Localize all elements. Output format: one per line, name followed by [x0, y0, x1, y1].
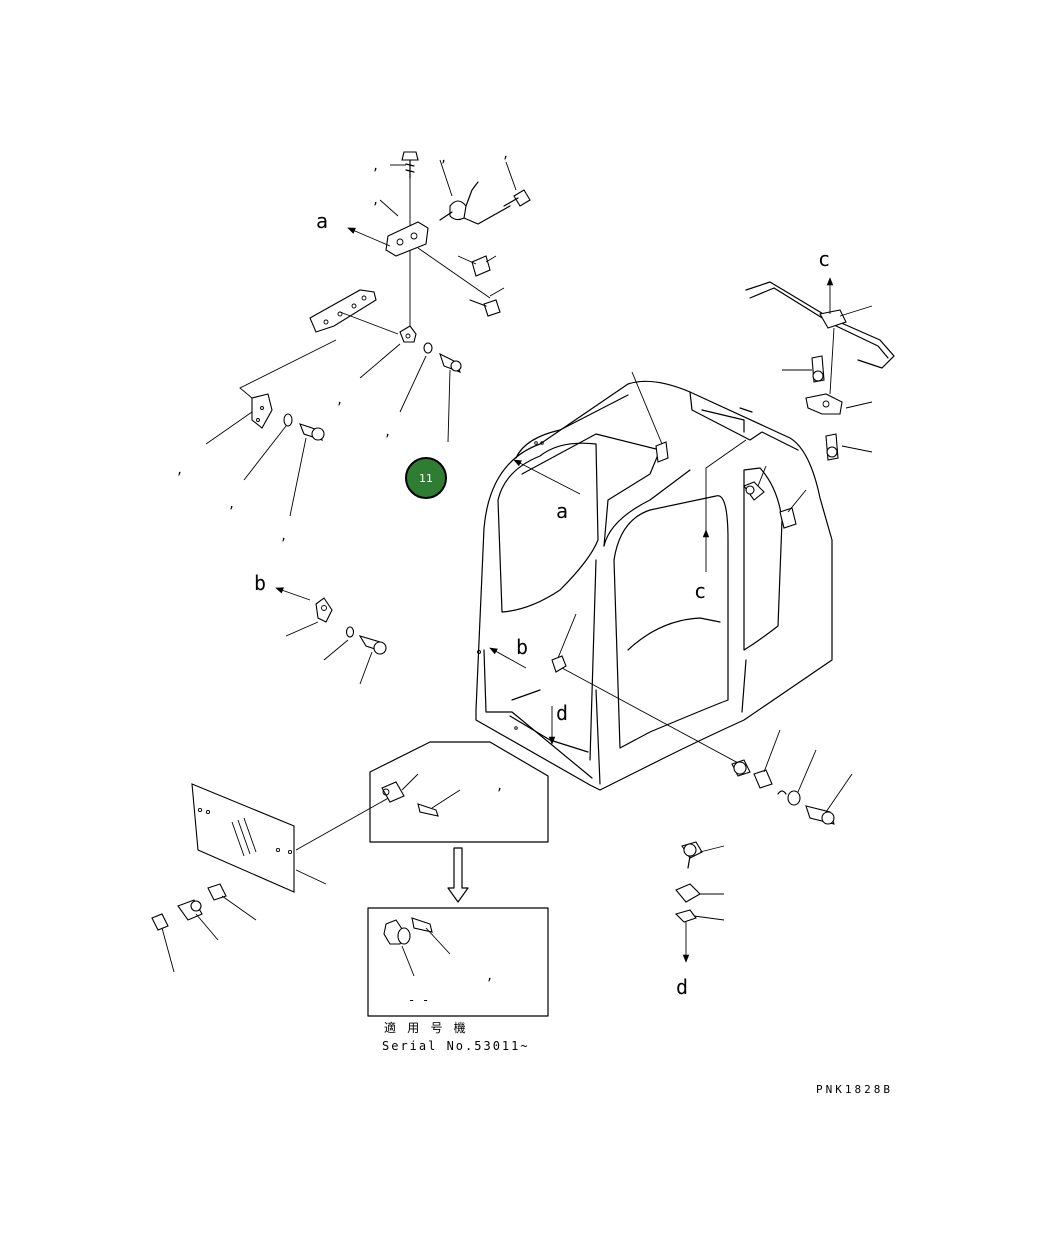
bracket-plate: [205, 289, 399, 517]
harness-c: [745, 277, 895, 461]
ref-mark: ,: [496, 779, 503, 793]
label-d-bottom: d: [676, 975, 688, 999]
applicable-label-jp: 適 用 号 機: [384, 1020, 468, 1035]
label-d-cab: d: [556, 701, 568, 725]
parts-d: [674, 841, 725, 963]
badge-number: 11: [419, 472, 433, 485]
cab-frame: [475, 380, 833, 791]
ref-mark: ,: [372, 193, 379, 207]
fastener-row: [731, 729, 853, 825]
label-a-cab: a: [556, 499, 568, 523]
applicable-serial: Serial No.53011~: [382, 1039, 530, 1053]
label-b-cab: b: [516, 635, 528, 659]
ref-mark: ,: [502, 147, 509, 161]
cab-side-hardware: [489, 371, 807, 765]
ref-mark: ,: [372, 159, 379, 173]
ref-mark: ,: [280, 529, 287, 543]
ref-mark: ,: [440, 151, 447, 165]
ref-mark: ,: [384, 425, 391, 439]
ref-mark: ,: [486, 969, 493, 983]
ref-mark: ,: [228, 497, 235, 511]
label-c-top: c: [818, 247, 830, 271]
hinge-assembly-a: [347, 151, 531, 330]
label-b-left: b: [254, 571, 266, 595]
label-a-top: a: [316, 209, 328, 233]
label-c-cab: c: [694, 579, 706, 603]
glass-panel: [151, 783, 393, 973]
callout-badge[interactable]: 11: [405, 457, 447, 499]
ref-mark: -: [408, 993, 415, 1007]
latch-b: [275, 587, 387, 685]
detail-box-upper: [369, 741, 549, 903]
ref-mark: -: [422, 993, 429, 1007]
drawing-code: PNK1828B: [816, 1083, 893, 1096]
pivot-parts: [359, 325, 462, 443]
detail-box-lower: [367, 907, 549, 1017]
ref-mark: ,: [336, 393, 343, 407]
ref-mark: ,: [176, 463, 183, 477]
